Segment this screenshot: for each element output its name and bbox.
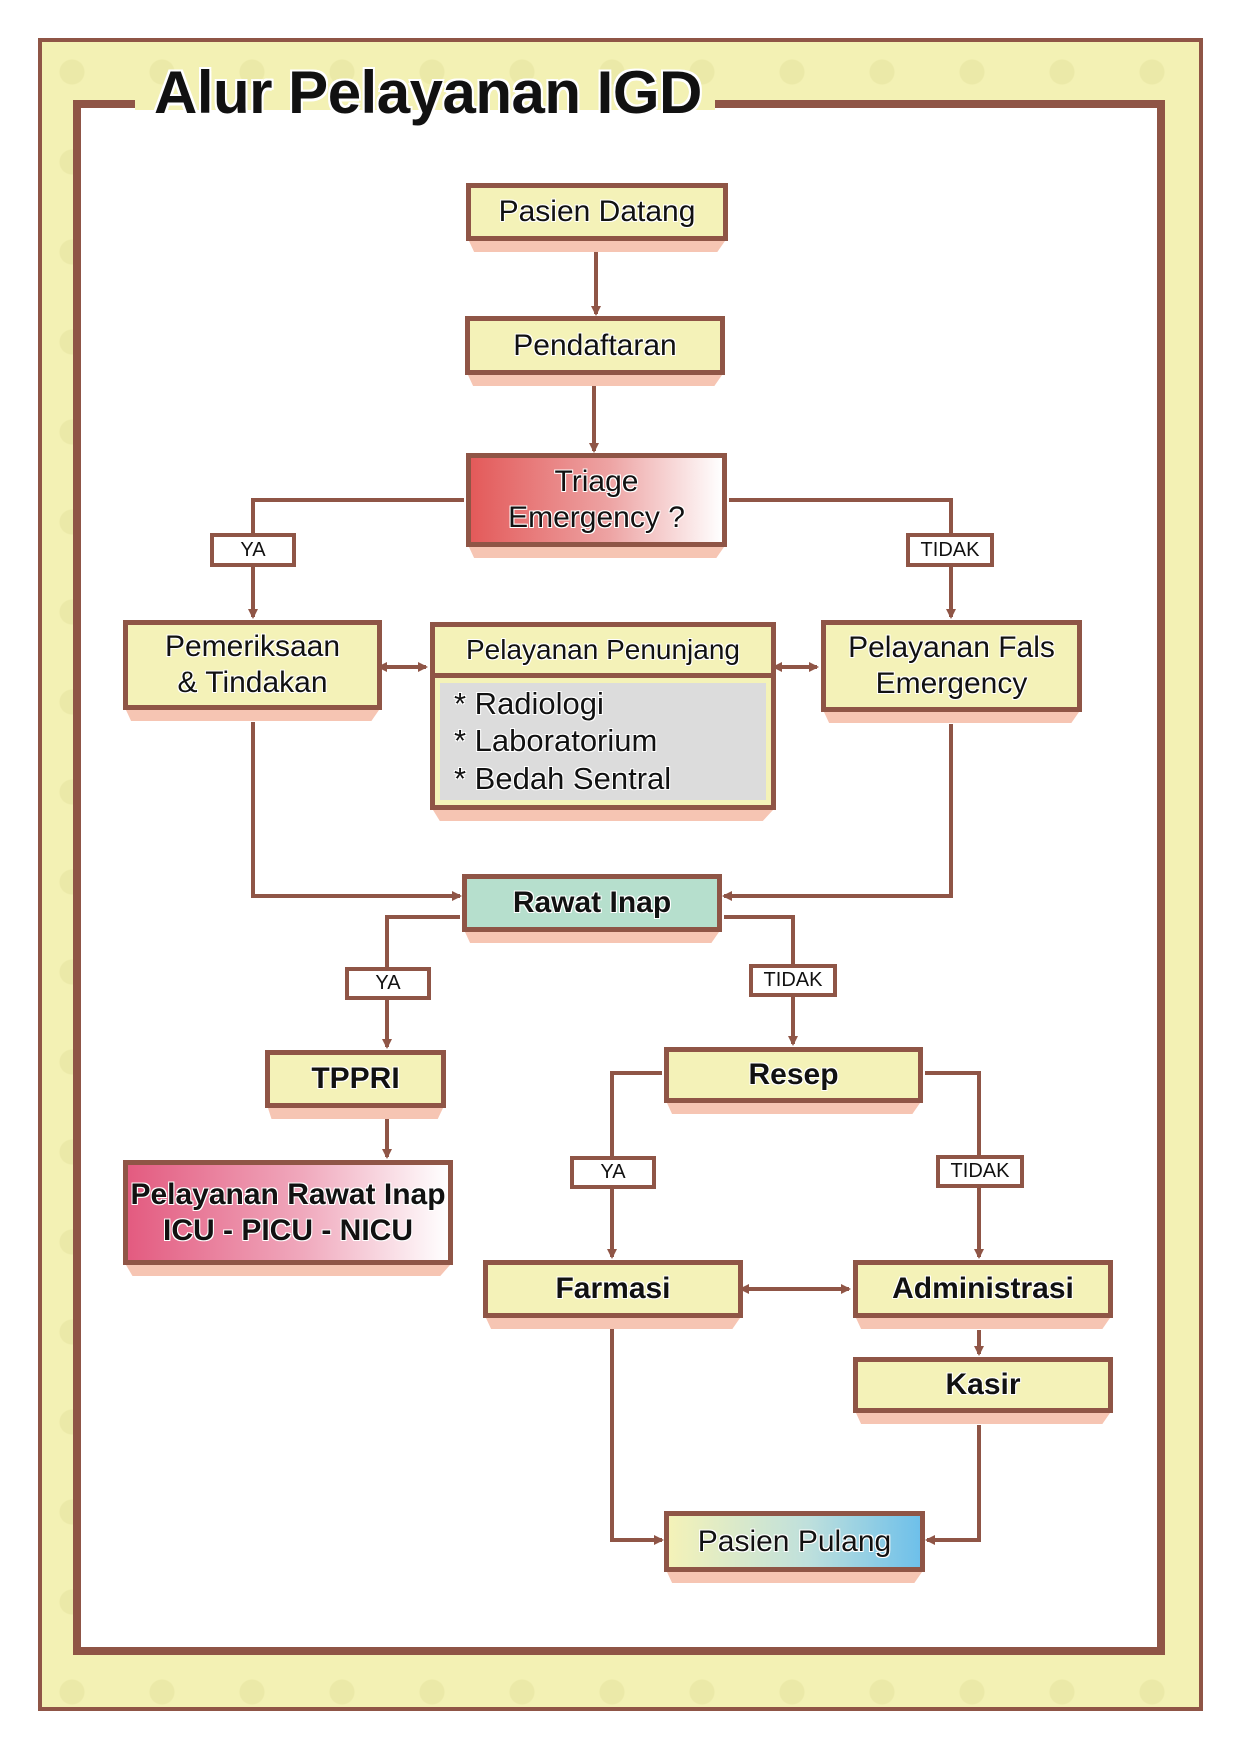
- node-pelayanan-penunjang: Pelayanan Penunjang * Radiologi * Labora…: [430, 622, 776, 810]
- node-label: Emergency: [875, 667, 1028, 700]
- label-triage-yes: YA: [210, 533, 296, 567]
- list-item: * Radiologi: [454, 685, 604, 721]
- node-label: Pelayanan Fals: [848, 631, 1055, 664]
- node-pasien-pulang: Pasien Pulang: [664, 1511, 925, 1572]
- label-triage-no: TIDAK: [906, 533, 994, 567]
- node-resep: Resep: [664, 1047, 923, 1103]
- edge-rawat-tppri: [382, 915, 460, 1049]
- label-rawat-yes: YA: [345, 967, 431, 1000]
- node-label: Farmasi: [555, 1272, 671, 1305]
- node-label: Resep: [748, 1058, 839, 1091]
- node-kasir: Kasir: [853, 1357, 1113, 1413]
- edge-kasir-pulang: [925, 1425, 981, 1545]
- node-label: Kasir: [945, 1368, 1021, 1401]
- edge-fals-rawat: [722, 724, 953, 901]
- title-gap: [135, 96, 715, 110]
- edge-rawat-resep: [724, 915, 798, 1046]
- node-triage: Triage Emergency ?: [466, 453, 727, 547]
- node-label: Triage: [554, 465, 639, 498]
- node-label: Emergency ?: [508, 501, 685, 534]
- label-rawat-no: TIDAK: [749, 964, 837, 997]
- edge-triage-pemeriksaan: [248, 498, 464, 619]
- node-label: Pasien Pulang: [697, 1524, 892, 1558]
- node-pendaftaran: Pendaftaran: [465, 316, 725, 375]
- label-resep-no: TIDAK: [936, 1155, 1024, 1188]
- page-title: Alur Pelayanan IGD: [154, 59, 702, 126]
- node-label: Rawat Inap: [512, 886, 672, 919]
- node-label: Pelayanan Penunjang: [465, 633, 740, 665]
- edge-resep-admin: [925, 1071, 984, 1259]
- node-rawat-inap: Rawat Inap: [462, 874, 722, 932]
- penunjang-list: * Radiologi * Laboratorium * Bedah Sentr…: [440, 682, 766, 800]
- node-administrasi: Administrasi: [853, 1260, 1113, 1318]
- node-pelayanan-rawat-inap-icu: Pelayanan Rawat Inap ICU - PICU - NICU: [123, 1160, 453, 1265]
- list-item: * Laboratorium: [454, 723, 658, 759]
- node-label: TPPRI: [311, 1062, 400, 1095]
- penunjang-header: Pelayanan Penunjang: [435, 627, 771, 678]
- edge-farmasi-pulang: [610, 1328, 664, 1545]
- node-tppri: TPPRI: [265, 1050, 446, 1108]
- label-resep-yes: YA: [570, 1156, 656, 1189]
- list-item: * Bedah Sentral: [454, 761, 672, 797]
- edge-pemeriksaan-rawat: [251, 722, 462, 901]
- node-label: & Tindakan: [177, 666, 328, 699]
- node-pelayanan-fals-emergency: Pelayanan Fals Emergency: [821, 620, 1082, 712]
- node-label: Pemeriksaan: [164, 630, 341, 663]
- node-label: Pelayanan Rawat Inap: [130, 1177, 446, 1211]
- node-label: ICU - PICU - NICU: [163, 1213, 413, 1247]
- node-farmasi: Farmasi: [483, 1260, 743, 1318]
- node-pemeriksaan: Pemeriksaan & Tindakan: [123, 620, 382, 710]
- node-pasien-datang: Pasien Datang: [466, 183, 728, 241]
- node-label: Pasien Datang: [498, 195, 696, 228]
- node-label: Administrasi: [892, 1272, 1074, 1305]
- node-label: Pendaftaran: [513, 328, 677, 362]
- edge-triage-fals: [729, 498, 956, 619]
- edge-resep-farmasi: [607, 1071, 662, 1259]
